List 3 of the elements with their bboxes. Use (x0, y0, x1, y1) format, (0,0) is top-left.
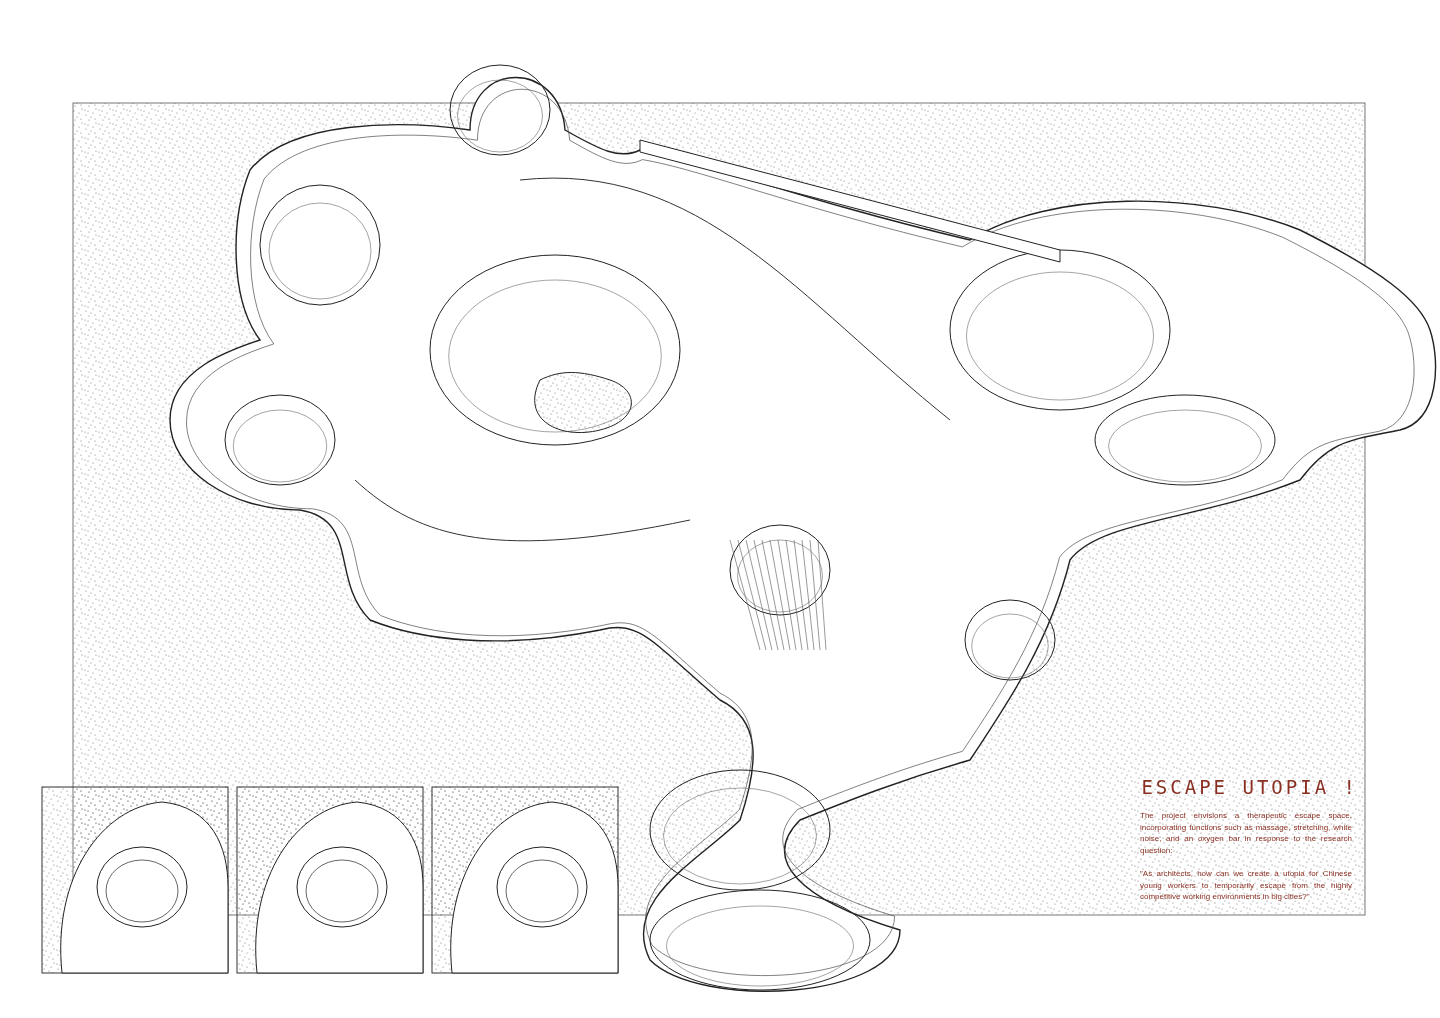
description-paragraph: "As architects, how can we create a utopia for Chinese young workers to temporarily escape from the highly competitive working environments in big cities?" (1140, 868, 1352, 903)
title: ESCAPE UTOPIA ! (1140, 776, 1358, 798)
description-paragraph: The project envisions a therapeutic escape space, incorporating functions such as massage, stretching, white noise, and an oxygen bar in response to the research question: (1140, 810, 1352, 856)
